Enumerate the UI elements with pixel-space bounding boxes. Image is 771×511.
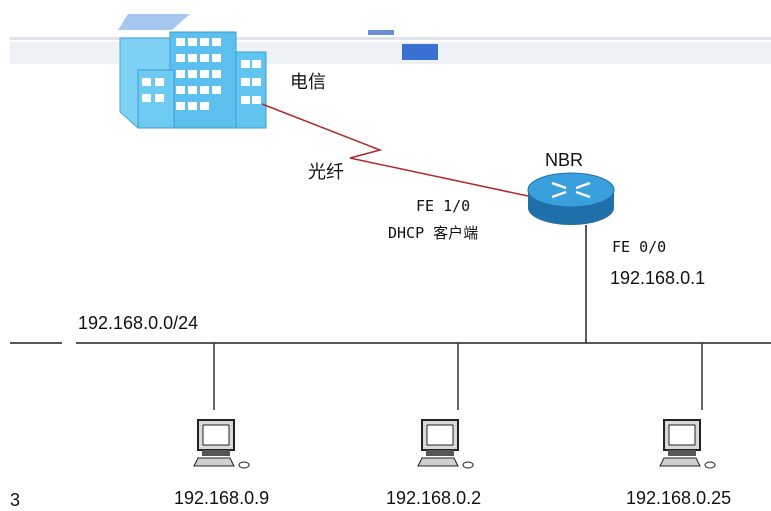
isp-building-icon xyxy=(118,14,267,129)
margin-number: 3 xyxy=(10,490,21,510)
host-ip-label: 192.168.0.9 xyxy=(174,488,270,508)
header-strip xyxy=(10,37,771,40)
wan-interface-label: FE 1/0 xyxy=(416,197,471,215)
workstation-icon xyxy=(417,419,474,469)
router-icon xyxy=(527,172,615,225)
wan-mode-label: DHCP 客户端 xyxy=(388,224,479,242)
workstation-icon xyxy=(193,419,250,469)
lan-subnet-label: 192.168.0.0/24 xyxy=(78,313,199,333)
host-ip-label: 192.168.0.25 xyxy=(626,488,732,508)
fiber-label: 光纤 xyxy=(308,162,344,182)
workstation-icon xyxy=(659,419,716,469)
header-chip xyxy=(402,44,438,60)
host-ip-label: 192.168.0.2 xyxy=(386,488,482,508)
fiber-link-line xyxy=(261,103,529,197)
lan-interface-label: FE 0/0 xyxy=(612,238,667,256)
router-lan-ip: 192.168.0.1 xyxy=(610,268,706,288)
header-chip xyxy=(368,30,394,35)
isp-label: 电信 xyxy=(290,72,326,92)
router-name: NBR xyxy=(545,150,584,170)
